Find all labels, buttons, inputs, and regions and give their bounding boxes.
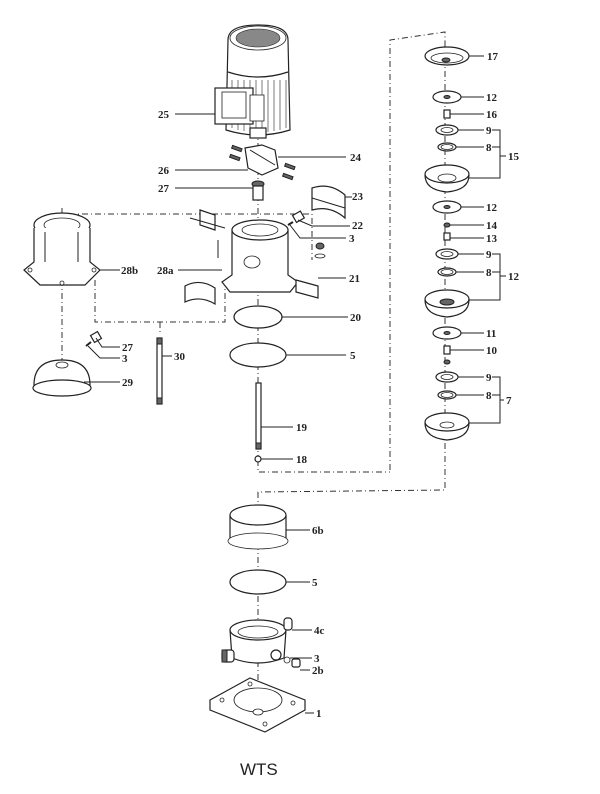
motor-stool-28b <box>23 212 101 286</box>
label-8c: 8 <box>486 390 492 402</box>
top-cover <box>32 330 103 397</box>
label-6b: 6b <box>312 525 324 537</box>
label-28b: 28b <box>121 265 138 277</box>
label-25: 25 <box>158 109 170 121</box>
outer-sleeve <box>227 504 289 550</box>
label-14: 14 <box>486 220 498 232</box>
label-2b: 2b <box>312 665 324 677</box>
label-17: 17 <box>487 51 499 63</box>
o-ring-5-upper <box>229 342 287 368</box>
label-28a: 28a <box>157 265 174 277</box>
label-27b: 27 <box>122 342 134 354</box>
nut <box>254 455 262 463</box>
shaft <box>255 382 262 450</box>
label-4c: 4c <box>314 625 325 637</box>
base-plate <box>209 677 306 733</box>
label-9c: 9 <box>486 372 492 384</box>
connector-shaft-right <box>257 460 390 473</box>
label-26: 26 <box>158 165 170 177</box>
vent-plug <box>287 210 306 226</box>
label-16: 16 <box>486 109 498 121</box>
label-3: 3 <box>349 233 355 245</box>
label-19: 19 <box>296 422 308 434</box>
label-12c: 12 <box>508 271 520 283</box>
label-20: 20 <box>350 312 362 324</box>
coupling-guard <box>189 185 346 231</box>
label-3c: 3 <box>314 653 320 665</box>
label-29: 29 <box>122 377 134 389</box>
tie-rod <box>156 337 163 405</box>
label-21: 21 <box>349 273 360 285</box>
coupling <box>228 144 296 181</box>
diagram-title: WTS <box>240 760 278 779</box>
label-12: 12 <box>486 92 498 104</box>
motor-stool-28a <box>184 219 326 306</box>
label-30: 30 <box>174 351 186 363</box>
label-24: 24 <box>350 152 362 164</box>
label-5b: 5 <box>312 577 318 589</box>
label-13: 13 <box>486 233 498 245</box>
connector-28b-top <box>61 208 313 260</box>
label-12b: 12 <box>486 202 498 214</box>
label-10: 10 <box>486 345 498 357</box>
label-9: 9 <box>486 125 492 137</box>
label-11: 11 <box>486 328 496 340</box>
label-18: 18 <box>296 454 308 466</box>
label-7: 7 <box>506 395 512 407</box>
connector-stack-to-sleeve <box>257 430 446 505</box>
label-3b: 3 <box>122 353 128 365</box>
stage-stack <box>424 46 470 441</box>
label-22: 22 <box>352 220 364 232</box>
leader-lines <box>84 55 506 714</box>
part-labels: 25 24 26 27 23 22 3 28a 28b 21 20 5 27 3… <box>121 51 520 720</box>
motor <box>214 24 291 139</box>
o-ring-20 <box>233 305 283 329</box>
pump-base <box>221 617 301 668</box>
label-5: 5 <box>350 350 356 362</box>
label-27: 27 <box>158 183 170 195</box>
label-8b: 8 <box>486 267 492 279</box>
label-15: 15 <box>508 151 520 163</box>
o-ring-5-lower <box>229 569 287 595</box>
label-1: 1 <box>316 708 322 720</box>
mechanical-seal <box>251 180 265 201</box>
label-23: 23 <box>352 191 364 203</box>
connector-right-top <box>389 31 446 470</box>
label-9b: 9 <box>486 249 492 261</box>
label-8: 8 <box>486 142 492 154</box>
